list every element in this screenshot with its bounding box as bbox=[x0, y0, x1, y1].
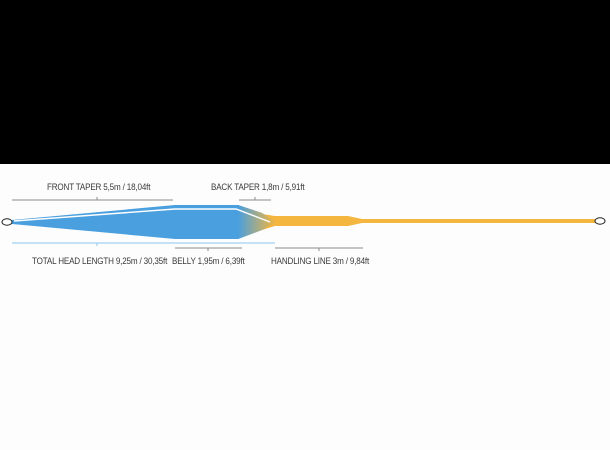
black-header-band bbox=[0, 0, 610, 164]
fly-line-diagram: FRONT TAPER 5,5m / 18,04ft BACK TAPER 1,… bbox=[0, 164, 610, 450]
back-taper-dimension bbox=[239, 197, 271, 201]
handling-line-label: HANDLING LINE 3m / 9,84ft bbox=[271, 256, 370, 267]
belly-label: BELLY 1,95m / 6,39ft bbox=[172, 256, 245, 267]
belly-dimension bbox=[175, 247, 242, 251]
back-taper-label: BACK TAPER 1,8m / 5,91ft bbox=[211, 182, 305, 193]
front-loop-icon bbox=[1, 218, 13, 226]
total-head-length-dimension bbox=[12, 242, 275, 246]
handling-line-shape bbox=[262, 214, 595, 230]
line-profile-graphic bbox=[1, 197, 606, 251]
front-taper-dimension bbox=[12, 197, 173, 201]
total-head-length-label: TOTAL HEAD LENGTH 9,25m / 30,35ft bbox=[32, 256, 168, 267]
front-taper-label: FRONT TAPER 5,5m / 18,04ft bbox=[47, 182, 151, 193]
handling-line-dimension bbox=[275, 247, 363, 251]
head-shape bbox=[12, 205, 275, 239]
rear-loop-icon bbox=[594, 217, 606, 225]
